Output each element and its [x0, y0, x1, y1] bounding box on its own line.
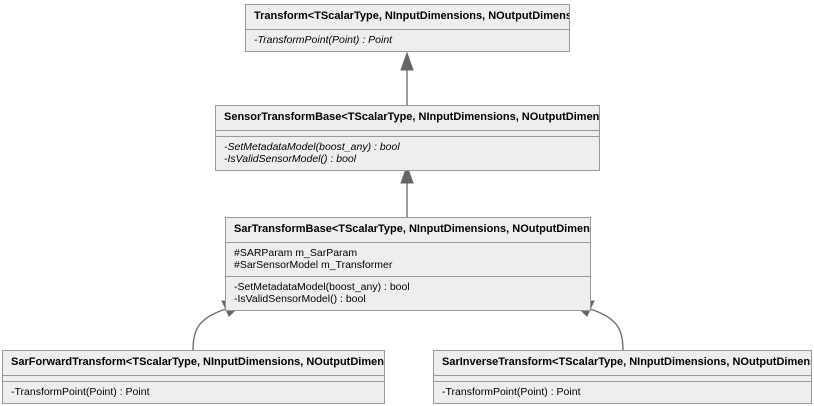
class-attributes-sensortransformbase [216, 131, 599, 136]
class-attributes-sarforwardtransform [3, 376, 384, 381]
edge-line-forward-to-sarbase [192, 308, 227, 351]
class-methods-sarinversetransform: -TransformPoint(Point) : Point [434, 381, 811, 403]
class-methods-sarforwardtransform: -TransformPoint(Point) : Point [3, 381, 384, 403]
method-item: -SetMetadataModel(boost_any) : bool [224, 141, 400, 153]
inheritance-arrowhead-transform [400, 51, 414, 71]
class-title-sarforwardtransform: SarForwardTransform<TScalarType, NInputD… [3, 351, 384, 376]
method-item: -IsValidSensorModel() : bool [234, 293, 366, 305]
class-methods-sartransformbase: -SetMetadataModel(boost_any) : bool -IsV… [226, 276, 590, 310]
method-item: -TransformPoint(Point) : Point [254, 34, 393, 46]
edge-line-inverse-to-sarbase [589, 308, 624, 351]
method-item: -TransformPoint(Point) : Point [442, 386, 581, 398]
attribute-item: #SarSensorModel m_Transformer [234, 259, 393, 271]
class-box-sarforwardtransform[interactable]: SarForwardTransform<TScalarType, NInputD… [2, 350, 385, 404]
class-title-transform: Transform<TScalarType, NInputDimensions,… [246, 5, 569, 30]
class-title-sensortransformbase: SensorTransformBase<TScalarType, NInputD… [216, 106, 599, 131]
class-attributes-sarinversetransform [434, 376, 811, 381]
method-item: -IsValidSensorModel() : bool [224, 153, 357, 165]
method-item: -SetMetadataModel(boost_any) : bool [234, 281, 410, 293]
class-attributes-sartransformbase: #SARParam m_SarParam #SarSensorModel m_T… [226, 243, 590, 276]
class-box-sensortransformbase[interactable]: SensorTransformBase<TScalarType, NInputD… [215, 105, 600, 171]
class-methods-sensortransformbase: -SetMetadataModel(boost_any) : bool -IsV… [216, 136, 599, 170]
class-box-sartransformbase[interactable]: SarTransformBase<TScalarType, NInputDime… [225, 217, 591, 311]
class-box-transform[interactable]: Transform<TScalarType, NInputDimensions,… [245, 4, 570, 52]
edge-sarbase-to-sensorbase [400, 164, 414, 217]
class-title-sarinversetransform: SarInverseTransform<TScalarType, NInputD… [434, 351, 811, 376]
method-item: -TransformPoint(Point) : Point [11, 386, 150, 398]
attribute-item: #SARParam m_SarParam [234, 247, 358, 259]
class-title-sartransformbase: SarTransformBase<TScalarType, NInputDime… [226, 218, 590, 243]
edge-sensorbase-to-transform [400, 51, 414, 105]
class-methods-transform: -TransformPoint(Point) : Point [246, 30, 569, 51]
class-box-sarinversetransform[interactable]: SarInverseTransform<TScalarType, NInputD… [433, 350, 812, 404]
